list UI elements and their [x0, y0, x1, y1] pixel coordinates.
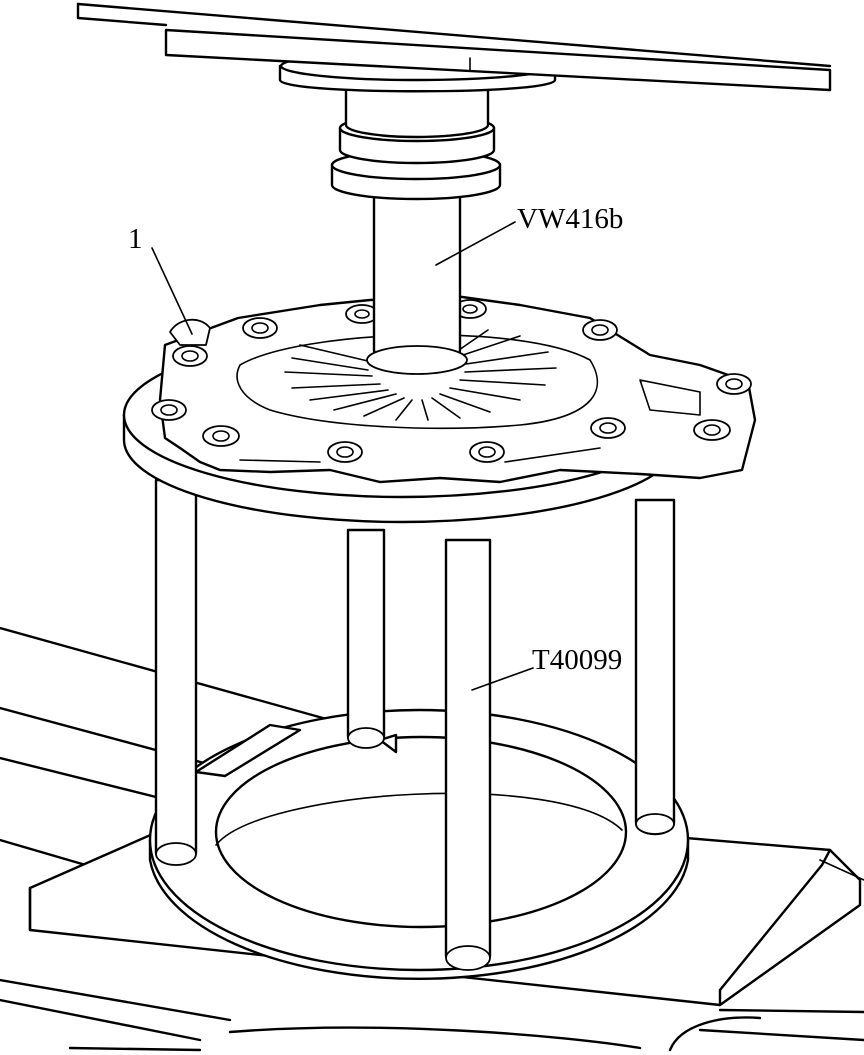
press-bed [76, 2, 832, 92]
leader-vw416b [435, 221, 516, 266]
leader-part-1 [151, 247, 193, 335]
post-front-right [444, 538, 492, 971]
pressure-plate [151, 294, 757, 484]
leader-t40099 [471, 667, 534, 691]
support-posts [154, 478, 676, 971]
label-part-1: 1 [128, 223, 143, 255]
fixture-base-ring [148, 708, 690, 980]
post-front-left [154, 478, 198, 866]
post-back-left [346, 528, 386, 749]
leader-lines [151, 221, 534, 691]
post-back-right [634, 498, 676, 836]
label-t40099: T40099 [532, 644, 622, 676]
mounting-holes [151, 299, 752, 463]
diaphragm-fingers [284, 329, 557, 421]
label-vw416b: VW416b [517, 203, 623, 235]
